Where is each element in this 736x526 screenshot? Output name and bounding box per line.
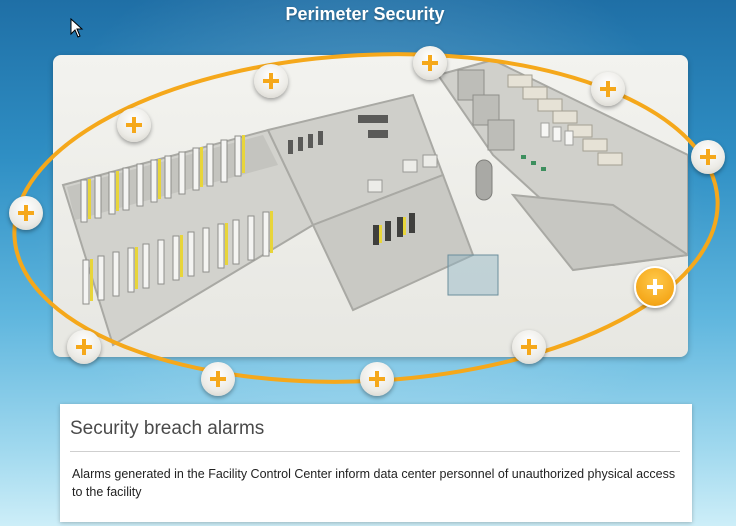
perimeter-hotspot-6[interactable] — [9, 196, 43, 230]
plus-icon — [521, 339, 537, 355]
mouse-cursor-icon — [70, 18, 84, 38]
info-panel-title: Security breach alarms — [70, 418, 265, 439]
facility-3d-render — [61, 58, 688, 347]
perimeter-hotspot-3[interactable] — [591, 72, 625, 106]
plus-icon — [600, 81, 616, 97]
perimeter-hotspot-1[interactable] — [254, 64, 288, 98]
plus-icon — [263, 73, 279, 89]
plus-icon — [422, 55, 438, 71]
info-panel-description: Alarms generated in the Facility Control… — [72, 467, 676, 499]
plus-icon — [76, 339, 92, 355]
page-title: Perimeter Security — [285, 4, 445, 24]
facility-floorplan-image — [53, 55, 688, 357]
plus-icon — [210, 371, 226, 387]
perimeter-hotspot-8[interactable] — [67, 330, 101, 364]
perimeter-hotspot-10[interactable] — [201, 362, 235, 396]
plus-icon — [700, 149, 716, 165]
plus-icon — [647, 279, 663, 295]
plus-icon — [126, 117, 142, 133]
info-panel: Security breach alarms Alarms generated … — [60, 404, 692, 522]
perimeter-hotspot-4[interactable] — [117, 108, 151, 142]
info-panel-divider — [70, 451, 680, 452]
perimeter-hotspot-7-selected[interactable] — [634, 266, 676, 308]
perimeter-hotspot-5[interactable] — [691, 140, 725, 174]
plus-icon — [18, 205, 34, 221]
perimeter-hotspot-11[interactable] — [360, 362, 394, 396]
plus-icon — [369, 371, 385, 387]
perimeter-hotspot-9[interactable] — [512, 330, 546, 364]
perimeter-hotspot-2[interactable] — [413, 46, 447, 80]
